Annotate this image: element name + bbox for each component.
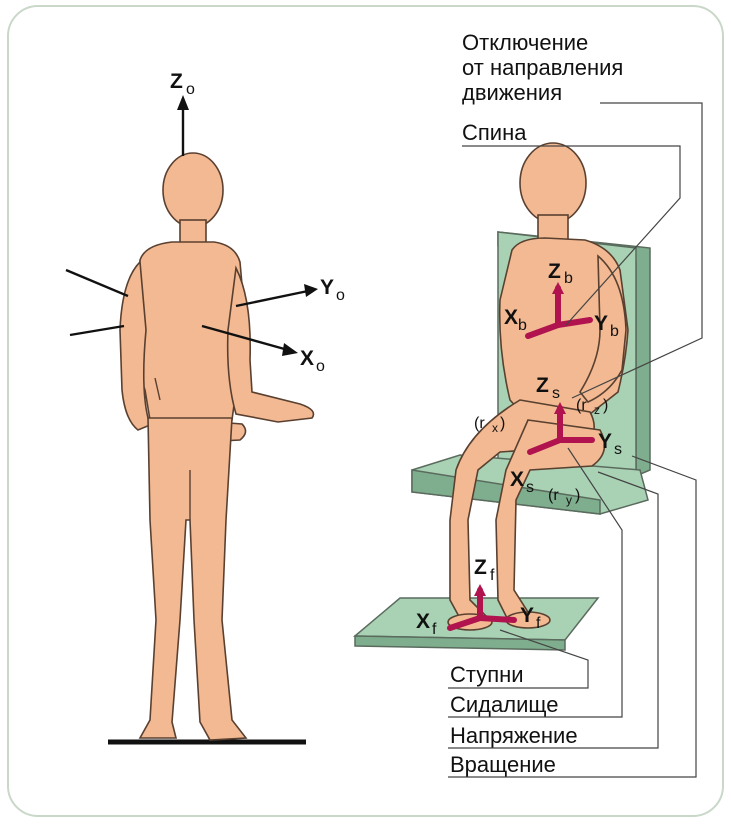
standing-z-subscript: o xyxy=(186,81,195,98)
rotation-rz-subscript: z xyxy=(594,403,600,417)
seat-z-subscript: s xyxy=(552,385,560,402)
standing-y-subscript: o xyxy=(336,287,345,304)
feet-x-label: X xyxy=(416,610,430,633)
rotation-ry-open: (r xyxy=(548,487,559,504)
rotation-rx-close: ) xyxy=(500,415,505,432)
label-tension: Напряжение xyxy=(450,723,578,748)
rotation-ry-close: ) xyxy=(575,487,580,504)
label-disconnect-line1: Отключение xyxy=(462,30,588,55)
standing-y-label: Y xyxy=(320,276,334,299)
feet-z-label: Z xyxy=(474,556,487,579)
standing-x-subscript: o xyxy=(316,358,325,375)
back-x-label: X xyxy=(504,306,518,329)
rotation-rx-open: (r xyxy=(474,415,485,432)
rotation-rz-close: ) xyxy=(603,397,608,414)
label-disconnect-line2: от направления xyxy=(462,55,623,80)
label-seat: Сидалище xyxy=(450,692,558,717)
label-back: Спина xyxy=(462,120,527,145)
standing-x-label: X xyxy=(300,347,314,370)
feet-y-subscript: f xyxy=(536,615,541,632)
rotation-ry-subscript: y xyxy=(566,493,572,507)
seat-y-subscript: s xyxy=(614,441,622,458)
back-x-subscript: b xyxy=(518,317,527,334)
feet-y-label: Y xyxy=(520,604,534,627)
feet-z-subscript: f xyxy=(490,567,495,584)
label-feet: Ступни xyxy=(450,662,524,687)
back-y-subscript: b xyxy=(610,323,619,340)
standing-z-label: Z xyxy=(170,70,183,93)
seat-x-label: X xyxy=(510,468,524,491)
back-y-label: Y xyxy=(594,312,608,335)
label-rotation: Вращение xyxy=(450,752,556,777)
seat-z-label: Z xyxy=(536,374,549,397)
seat-x-subscript: s xyxy=(526,479,534,496)
back-z-subscript: b xyxy=(564,270,573,287)
feet-x-subscript: f xyxy=(432,621,437,638)
rotation-rx-subscript: x xyxy=(492,421,498,435)
back-z-label: Z xyxy=(548,260,561,283)
seat-y-label: Y xyxy=(598,430,612,453)
rotation-rz-open: (r xyxy=(576,397,587,414)
label-disconnect-line3: движения xyxy=(462,80,562,105)
